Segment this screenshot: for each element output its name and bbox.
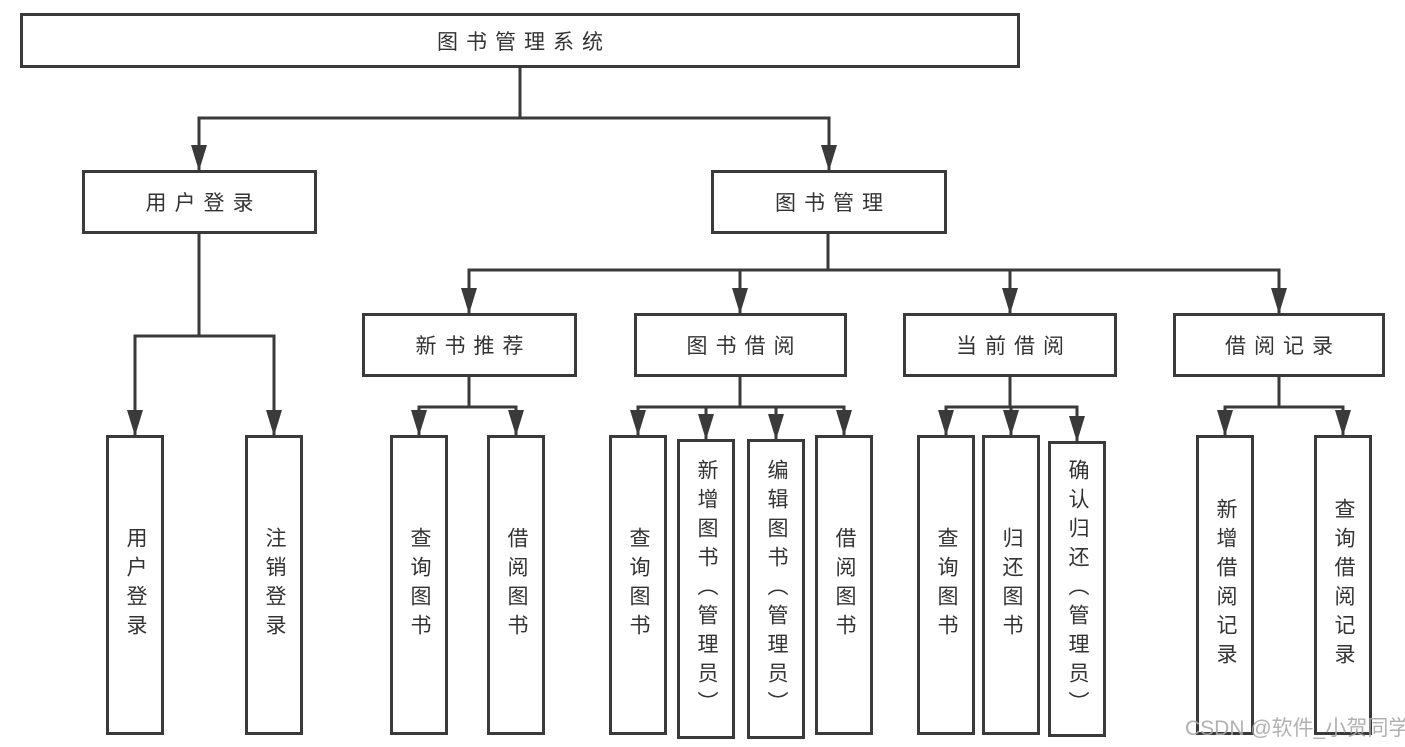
leaf-borrow-book-1-label: 借阅图书 xyxy=(505,527,528,643)
leaf-logout: 注销登录 xyxy=(245,435,303,735)
node-borrow-records-label: 借阅记录 xyxy=(1225,335,1341,358)
leaf-query-book-2-label: 查询图书 xyxy=(627,527,650,643)
connector-records-spine xyxy=(1223,375,1345,409)
leaf-add-borrow-record: 新增借阅记录 xyxy=(1196,435,1254,735)
connector-root-spine xyxy=(197,66,831,120)
leaf-return-book-label: 归还图书 xyxy=(1000,527,1023,643)
leaf-query-book-3: 查询图书 xyxy=(917,435,975,735)
node-user-login: 用户登录 xyxy=(82,170,317,234)
leaf-query-book-1-label: 查询图书 xyxy=(408,527,431,643)
leaf-user-login-label: 用户登录 xyxy=(124,527,147,643)
leaf-borrow-book-2-label: 借阅图书 xyxy=(833,527,856,643)
leaf-edit-book-admin: 编辑图书（管理员） xyxy=(747,439,805,739)
node-book-borrow: 图书借阅 xyxy=(634,313,847,377)
leaf-query-book-3-label: 查询图书 xyxy=(935,527,958,643)
connector-userlogin-spine xyxy=(133,232,276,338)
leaf-add-borrow-record-label: 新增借阅记录 xyxy=(1214,498,1237,672)
node-user-login-label: 用户登录 xyxy=(145,192,262,215)
node-current-borrow: 当前借阅 xyxy=(903,313,1117,377)
csdn-watermark: CSDN @软件_小贺同学 xyxy=(1185,717,1405,740)
node-new-book-recommend-label: 新书推荐 xyxy=(415,335,532,358)
leaf-query-book-1: 查询图书 xyxy=(390,435,448,735)
connector-newbook-spine xyxy=(417,375,518,409)
leaf-confirm-return-admin-label: 确认归还（管理员） xyxy=(1066,458,1089,720)
leaf-return-book: 归还图书 xyxy=(982,435,1040,735)
leaf-confirm-return-admin: 确认归还（管理员） xyxy=(1048,441,1106,737)
node-book-management: 图书管理 xyxy=(711,170,947,234)
node-borrow-records: 借阅记录 xyxy=(1173,313,1385,377)
connector-current-spine xyxy=(944,375,1079,409)
node-current-borrow-label: 当前借阅 xyxy=(956,335,1072,358)
connector-bookmgmt-spine xyxy=(467,232,1281,272)
node-new-book-recommend: 新书推荐 xyxy=(362,313,577,377)
node-book-borrow-label: 图书借阅 xyxy=(686,335,803,358)
leaf-edit-book-admin-label: 编辑图书（管理员） xyxy=(765,458,788,720)
leaf-borrow-book-2: 借阅图书 xyxy=(815,435,873,735)
node-root-system-label: 图书管理系统 xyxy=(437,30,611,54)
leaf-query-book-2: 查询图书 xyxy=(609,435,667,735)
leaf-user-login: 用户登录 xyxy=(106,435,164,735)
leaf-add-book-admin: 新增图书（管理员） xyxy=(677,439,735,739)
leaf-borrow-book-1: 借阅图书 xyxy=(487,435,545,735)
leaf-logout-label: 注销登录 xyxy=(263,527,286,643)
leaf-query-borrow-record-label: 查询借阅记录 xyxy=(1332,498,1355,672)
leaf-add-book-admin-label: 新增图书（管理员） xyxy=(695,458,718,720)
leaf-query-borrow-record: 查询借阅记录 xyxy=(1314,435,1372,735)
connector-borrow-spine xyxy=(636,375,846,409)
node-book-management-label: 图书管理 xyxy=(775,192,891,215)
node-root-system: 图书管理系统 xyxy=(20,13,1020,68)
